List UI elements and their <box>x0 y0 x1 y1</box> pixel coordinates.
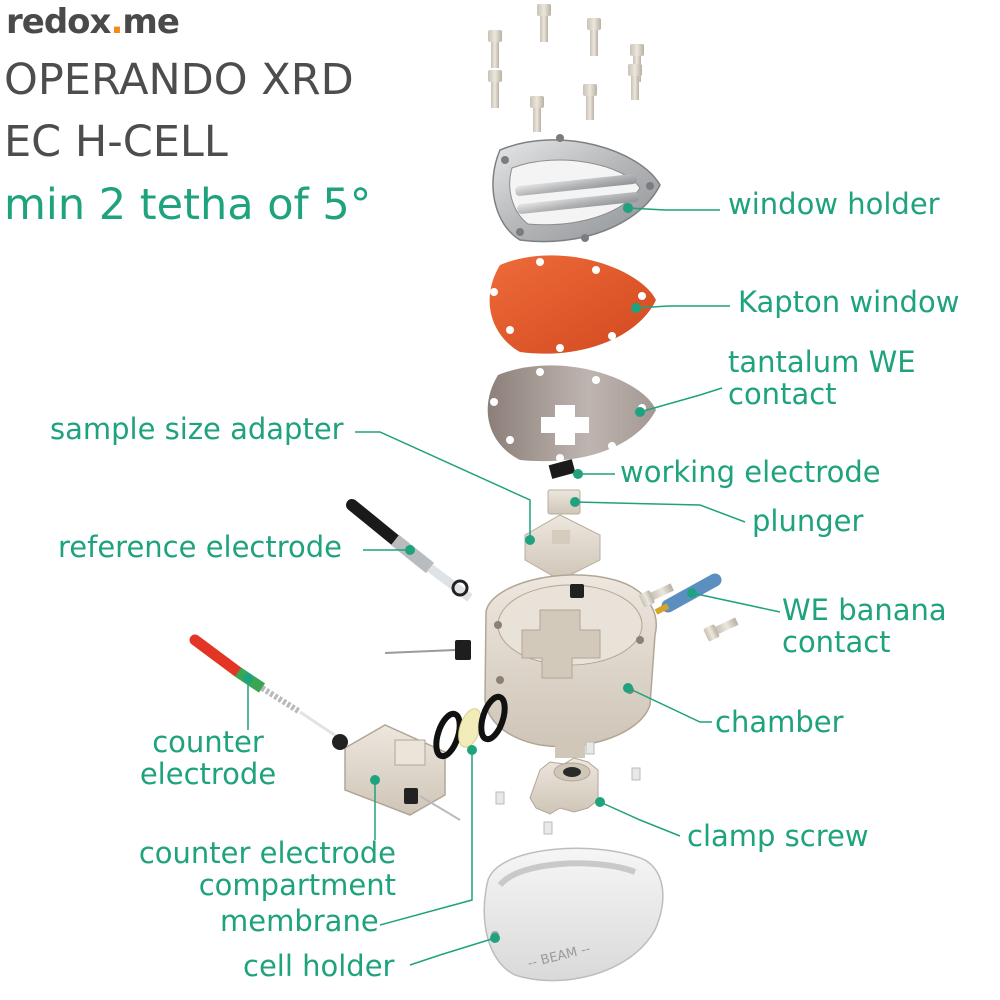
label-working-electrode: working electrode <box>620 456 881 488</box>
sample-adapter-part <box>525 515 600 580</box>
label-counter-electrode: counter electrode <box>123 726 293 791</box>
label-window-holder: window holder <box>728 188 940 220</box>
label-ce-compartment: counter electrode compartment <box>118 837 396 902</box>
ce-compartment-part <box>332 725 460 820</box>
label-chamber: chamber <box>715 706 844 738</box>
top-bolts <box>488 4 644 132</box>
chamber-part <box>385 575 656 758</box>
kapton-window-part <box>490 255 656 353</box>
label-reference-electrode: reference electrode <box>58 531 342 563</box>
label-sample-size-adapter: sample size adapter <box>50 413 344 445</box>
tantalum-contact-part <box>488 365 656 462</box>
cell-holder-part: -- BEAM -- <box>484 848 663 980</box>
label-membrane: membrane <box>220 905 379 937</box>
label-clamp-screw: clamp screw <box>687 820 869 852</box>
label-kapton-window: Kapton window <box>738 286 959 318</box>
label-tantalum-contact: tantalum WE contact <box>728 346 916 411</box>
label-we-banana-contact: WE banana contact <box>782 594 947 659</box>
label-plunger: plunger <box>752 505 863 537</box>
window-holder-part <box>493 134 660 242</box>
label-cell-holder: cell holder <box>243 950 394 982</box>
working-electrode-part <box>549 459 576 479</box>
